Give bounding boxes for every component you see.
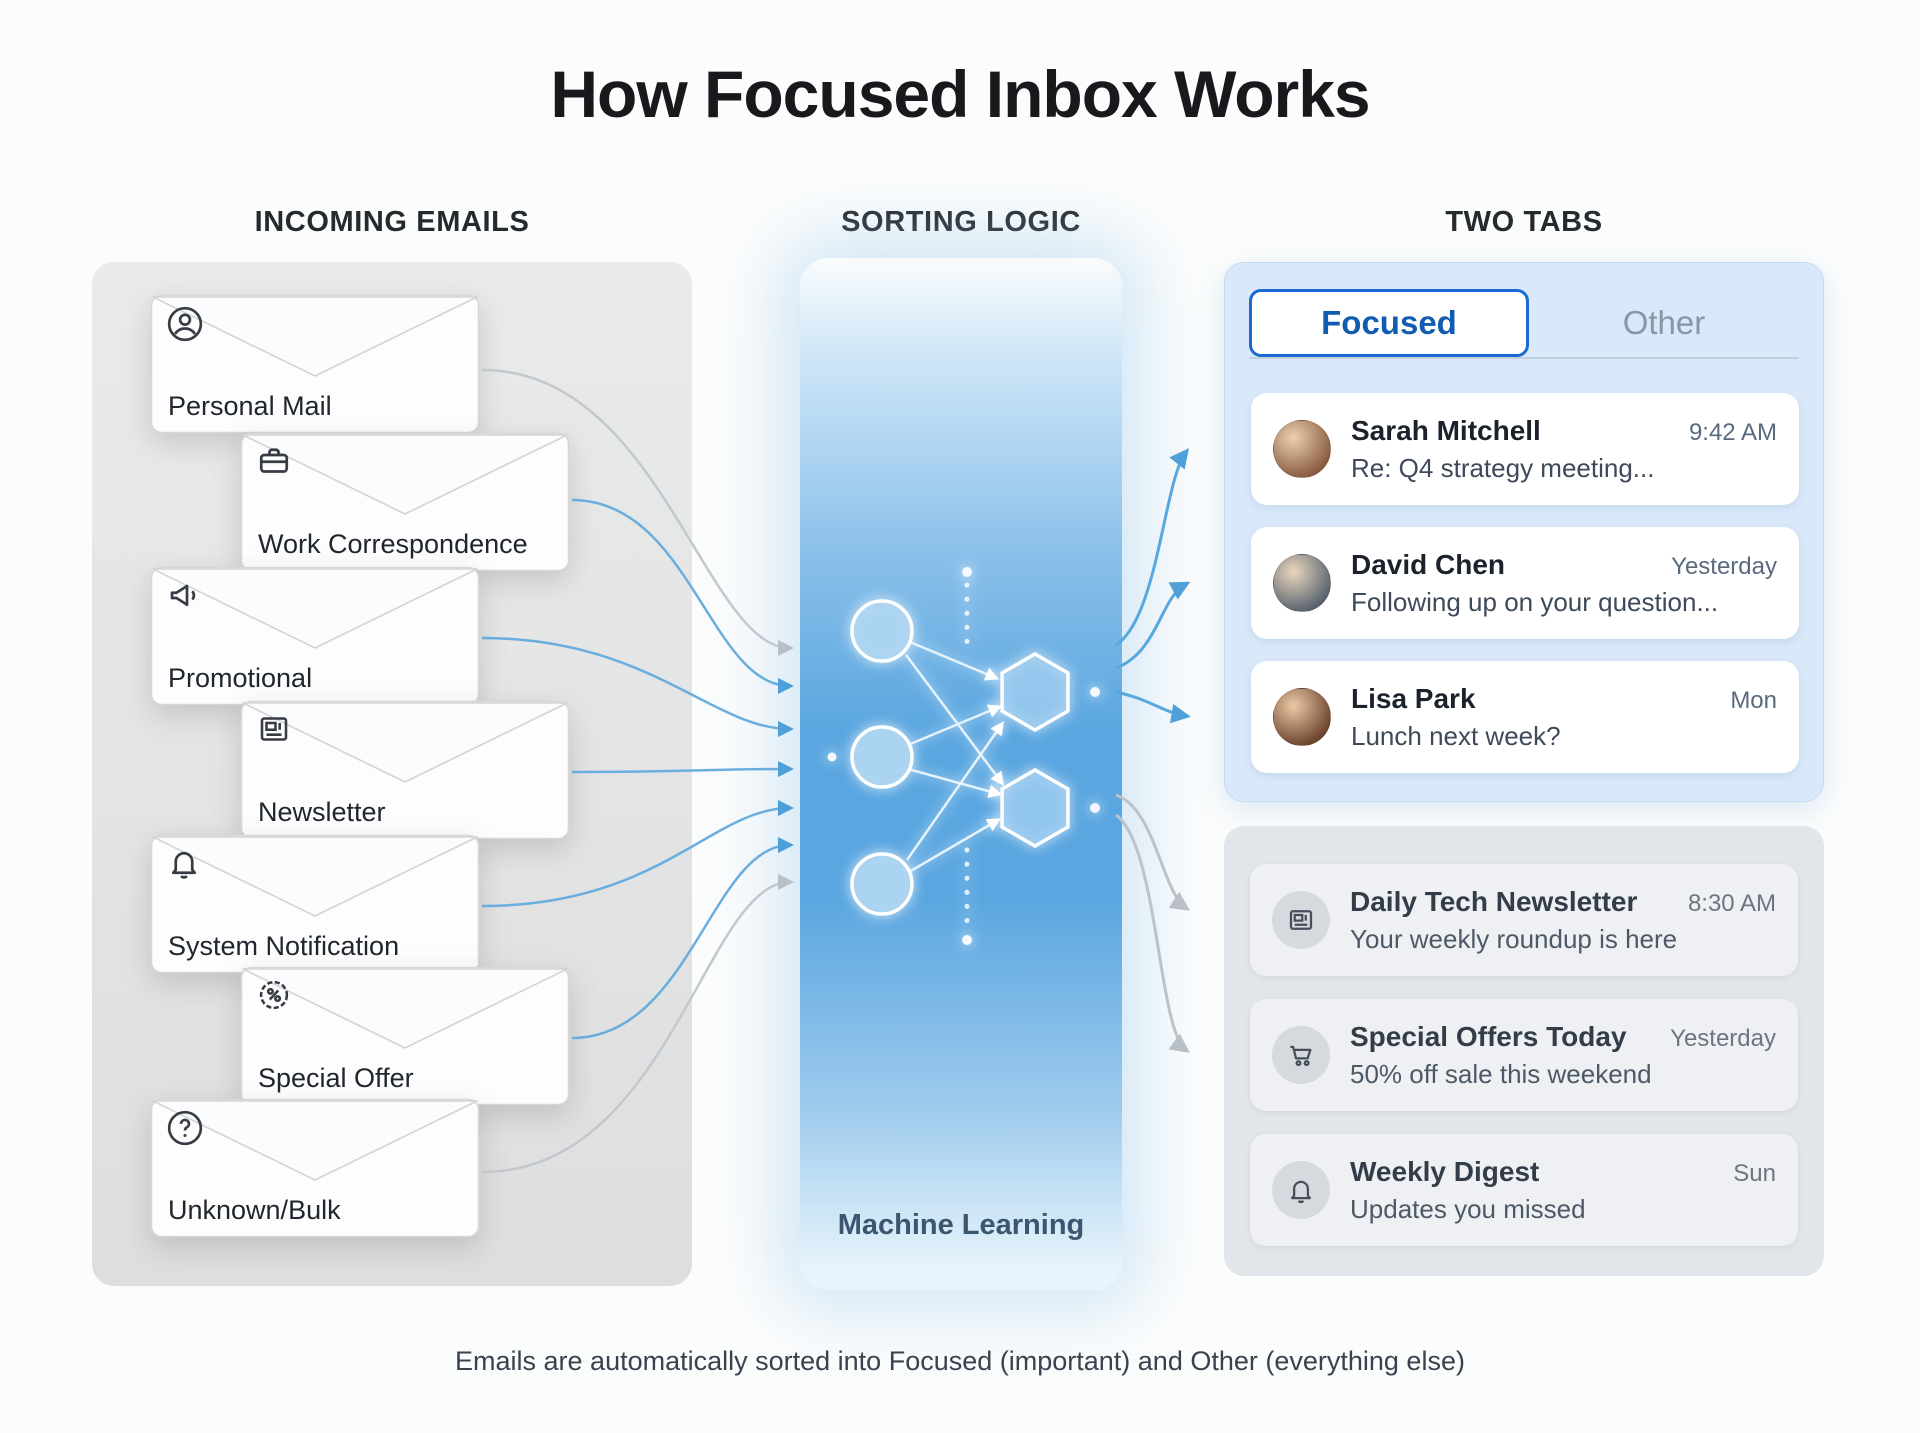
focused-email-row[interactable]: Sarah Mitchell 9:42 AM Re: Q4 strategy m…	[1251, 393, 1799, 505]
bell-icon	[166, 845, 202, 886]
envelope-shape	[150, 834, 480, 974]
other-email-row[interactable]: Daily Tech Newsletter 8:30 AM Your weekl…	[1250, 864, 1798, 976]
other-email-row[interactable]: Special Offers Today Yesterday 50% off s…	[1250, 999, 1798, 1111]
envelope-work-correspondence: Work Correspondence	[240, 432, 570, 572]
envelope-shape	[150, 566, 480, 706]
avatar	[1273, 554, 1331, 612]
email-content: David Chen Yesterday Following up on you…	[1351, 549, 1777, 618]
email-time: Yesterday	[1670, 1024, 1776, 1052]
sorting-logic-band: Machine Learning	[800, 258, 1122, 1290]
focused-email-row[interactable]: Lisa Park Mon Lunch next week?	[1251, 661, 1799, 773]
other-arrows	[1115, 793, 1191, 1053]
envelope-system-notification: System Notification	[150, 834, 480, 974]
newspaper-icon	[256, 711, 292, 752]
megaphone-icon	[166, 577, 202, 618]
newspaper-icon	[1272, 891, 1330, 949]
envelope-newsletter: Newsletter	[240, 700, 570, 840]
tab-bar: Focused Other	[1249, 289, 1799, 359]
email-subject: Updates you missed	[1350, 1193, 1586, 1224]
envelope-personal-mail: Personal Mail	[150, 294, 480, 434]
email-sender: Sarah Mitchell	[1351, 414, 1541, 446]
bell-icon	[1272, 1161, 1330, 1219]
other-email-row[interactable]: Weekly Digest Sun Updates you missed	[1250, 1134, 1798, 1246]
sorting-logic-header: SORTING LOGIC	[841, 206, 1081, 238]
envelope-label: Personal Mail	[168, 391, 332, 421]
email-time: 8:30 AM	[1687, 889, 1776, 917]
incoming-emails-header: INCOMING EMAILS	[254, 206, 530, 238]
focused-arrows	[1115, 448, 1191, 724]
email-content: Special Offers Today Yesterday 50% off s…	[1350, 1021, 1776, 1090]
envelope-shape	[150, 294, 480, 434]
avatar	[1273, 420, 1331, 478]
email-content: Weekly Digest Sun Updates you missed	[1350, 1156, 1776, 1225]
tab-focused[interactable]: Focused	[1249, 289, 1529, 357]
email-subject: Re: Q4 strategy meeting...	[1351, 452, 1655, 483]
email-time: 9:42 AM	[1688, 418, 1777, 446]
envelope-promotional: Promotional	[150, 566, 480, 706]
envelope-label: System Notification	[168, 931, 400, 961]
email-subject: Lunch next week?	[1351, 720, 1561, 751]
email-time: Mon	[1730, 686, 1777, 714]
focused-email-row[interactable]: David Chen Yesterday Following up on you…	[1251, 527, 1799, 639]
envelope-label: Promotional	[168, 663, 313, 693]
envelope-label: Unknown/Bulk	[168, 1195, 341, 1225]
email-time: Sun	[1733, 1159, 1776, 1187]
page-title: How Focused Inbox Works	[550, 57, 1370, 131]
email-subject: 50% off sale this weekend	[1350, 1058, 1652, 1089]
email-sender: Special Offers Today	[1350, 1020, 1627, 1052]
envelope-label: Special Offer	[258, 1063, 414, 1093]
email-content: Daily Tech Newsletter 8:30 AM Your weekl…	[1350, 886, 1776, 955]
discount-badge-icon	[256, 977, 292, 1018]
email-sender: Weekly Digest	[1350, 1155, 1540, 1187]
person-icon	[166, 305, 204, 348]
email-subject: Your weekly roundup is here	[1350, 923, 1678, 954]
envelope-shape	[150, 1098, 480, 1238]
email-sender: David Chen	[1351, 548, 1506, 580]
email-sender: Lisa Park	[1351, 682, 1476, 714]
machine-learning-label: Machine Learning	[837, 1209, 1085, 1241]
email-time: Yesterday	[1671, 552, 1777, 580]
two-tabs-header: TWO TABS	[1445, 206, 1603, 238]
envelope-label: Work Correspondence	[258, 529, 528, 559]
email-subject: Following up on your question...	[1351, 586, 1719, 617]
other-panel: Daily Tech Newsletter 8:30 AM Your weekl…	[1224, 826, 1824, 1276]
briefcase-icon	[256, 443, 292, 484]
tab-other[interactable]: Other	[1622, 304, 1706, 341]
question-icon	[166, 1109, 204, 1152]
envelope-unknown-bulk: Unknown/Bulk	[150, 1098, 480, 1238]
email-content: Lisa Park Mon Lunch next week?	[1351, 683, 1777, 752]
email-sender: Daily Tech Newsletter	[1350, 885, 1638, 917]
cart-icon	[1272, 1026, 1330, 1084]
email-content: Sarah Mitchell 9:42 AM Re: Q4 strategy m…	[1351, 415, 1777, 484]
avatar	[1273, 688, 1331, 746]
envelope-label: Newsletter	[258, 797, 386, 827]
focused-panel: Focused Other Sarah Mitchell 9:42 AM Re:…	[1224, 262, 1824, 802]
envelope-special-offer: Special Offer	[240, 966, 570, 1106]
footer-caption: Emails are automatically sorted into Foc…	[455, 1346, 1465, 1376]
